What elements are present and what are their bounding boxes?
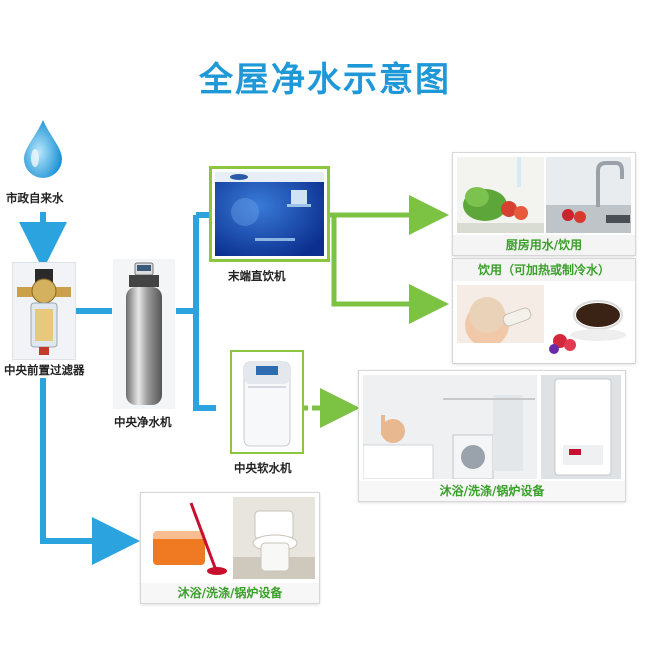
bath-laundry-image [363,375,537,479]
vegetables-image [457,157,544,233]
terminal-dispenser-image [215,172,324,256]
water-drop-icon [22,118,64,182]
prefilter-device-image [12,262,76,360]
page-title: 全屋净水示意图 [199,60,451,100]
central-purifier-image [113,259,175,409]
flow-prefilter-bath [40,378,140,565]
kitchen-sink-image [546,157,631,233]
drinking-output-panel: 饮用（可加热或制冷水） [452,258,636,364]
municipal-water-label: 市政自来水 [6,191,64,205]
coffee-fruit-image [546,285,631,359]
bath-output-caption-softener: 沐浴/洗涤/锅炉设备 [359,481,625,501]
prefilter-label: 中央前置过滤器 [4,363,85,377]
flow-dispenser-outputs [325,212,425,307]
baby-bottle-image [457,285,544,359]
bath-output-panel-prefilter: 沐浴/洗涤/锅炉设备 [140,492,320,604]
boiler-image [541,375,621,479]
softener-frame [230,350,304,454]
bath-output-panel-softener: 沐浴/洗涤/锅炉设备 [358,370,626,502]
mop-bucket-image [145,497,231,579]
flow-purifier-branches [176,212,216,411]
softener-image [234,354,300,450]
terminal-dispenser-frame [209,166,330,262]
softener-label: 中央软水机 [234,461,292,475]
kitchen-output-panel: 厨房用水/饮用 [452,152,636,256]
kitchen-output-caption: 厨房用水/饮用 [453,235,635,255]
terminal-dispenser-label: 末端直饮机 [228,269,286,283]
bath-output-caption-prefilter: 沐浴/洗涤/锅炉设备 [141,583,319,603]
toilet-image [233,497,315,579]
drinking-output-caption: 饮用（可加热或制冷水） [453,259,635,281]
central-purifier-label: 中央净水机 [114,415,172,429]
